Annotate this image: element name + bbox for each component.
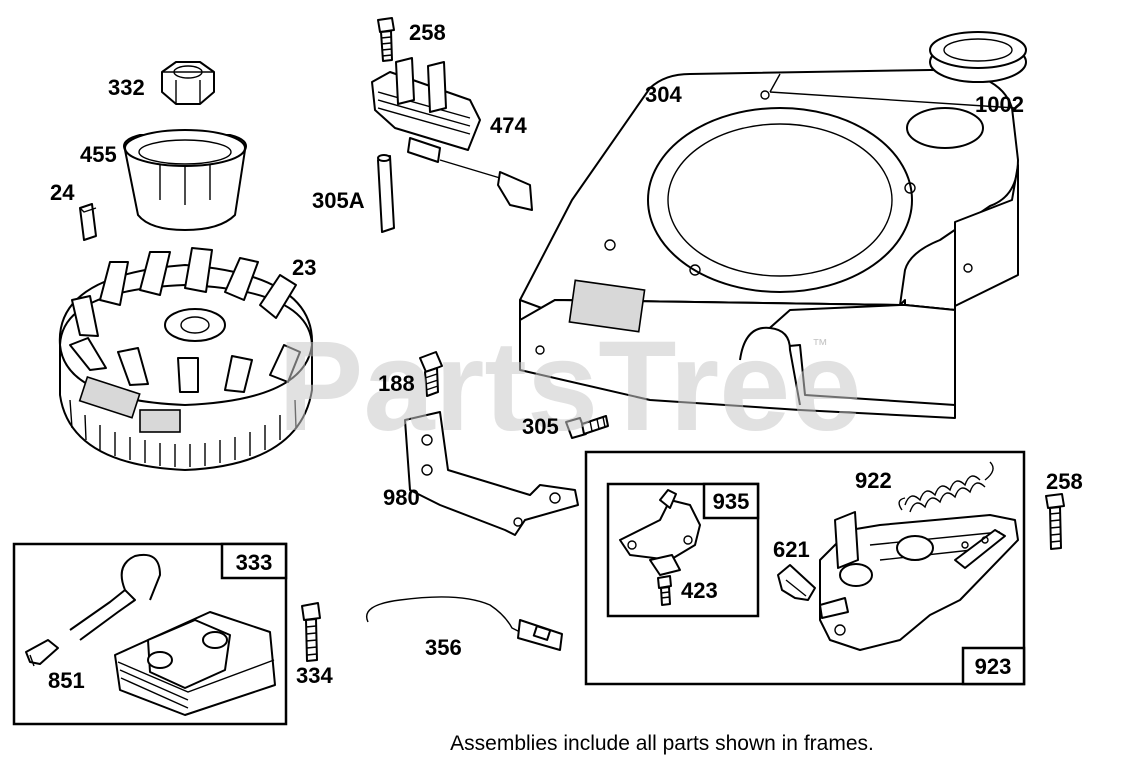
frame-333: 333 — [12, 542, 288, 726]
seal-1002 — [929, 31, 1027, 83]
starter-cup-455 — [123, 129, 247, 231]
label-356: 356 — [425, 635, 462, 660]
footnote-text: Assemblies include all parts shown in fr… — [450, 732, 874, 755]
watermark: PartsTree — [278, 315, 862, 458]
screw-258-right — [1045, 493, 1065, 550]
screw-423 — [657, 575, 672, 606]
label-258-top: 258 — [409, 20, 446, 45]
label-188: 188 — [378, 371, 415, 396]
label-922: 922 — [855, 468, 892, 493]
label-23: 23 — [292, 255, 316, 280]
armature-474 — [371, 57, 533, 211]
label-305A: 305A — [312, 188, 365, 213]
label-24: 24 — [50, 180, 75, 205]
part-labels: 258 332 474 304 1002 455 24 305A 23 188 … — [48, 20, 1083, 693]
frame-label-923: 923 — [975, 654, 1012, 679]
clip-621 — [777, 564, 816, 601]
spacer-305A — [377, 154, 395, 233]
screw-188 — [419, 351, 443, 397]
label-621: 621 — [773, 537, 810, 562]
frame-label-333: 333 — [236, 550, 273, 575]
label-304: 304 — [645, 82, 682, 107]
key-24 — [79, 203, 97, 241]
label-258-right: 258 — [1046, 469, 1083, 494]
label-851: 851 — [48, 668, 85, 693]
label-1002: 1002 — [975, 92, 1024, 117]
ignition-armature-333 — [25, 553, 276, 716]
watermark-trademark: ™ — [812, 337, 828, 354]
governor-lever-935 — [619, 489, 701, 576]
label-423: 423 — [681, 578, 718, 603]
spring-922 — [898, 461, 994, 513]
control-bracket-923 — [819, 511, 1019, 651]
nut-332 — [161, 61, 215, 105]
label-455: 455 — [80, 142, 117, 167]
label-305: 305 — [522, 414, 559, 439]
label-334: 334 — [296, 663, 333, 688]
screw-258-top — [377, 17, 395, 62]
screw-334 — [301, 602, 321, 662]
frame-923: 923 — [584, 450, 1026, 686]
ground-wire-356 — [366, 596, 563, 651]
flywheel-23 — [58, 247, 314, 471]
blower-housing-304 — [519, 69, 1019, 419]
screw-305 — [565, 415, 609, 439]
bracket-980 — [404, 411, 579, 536]
frame-label-935: 935 — [713, 489, 750, 514]
frame-935: 935 — [606, 482, 760, 618]
label-332: 332 — [108, 75, 145, 100]
footnote: Assemblies include all parts shown in fr… — [0, 732, 1124, 756]
label-474: 474 — [490, 113, 527, 138]
label-980: 980 — [383, 485, 420, 510]
